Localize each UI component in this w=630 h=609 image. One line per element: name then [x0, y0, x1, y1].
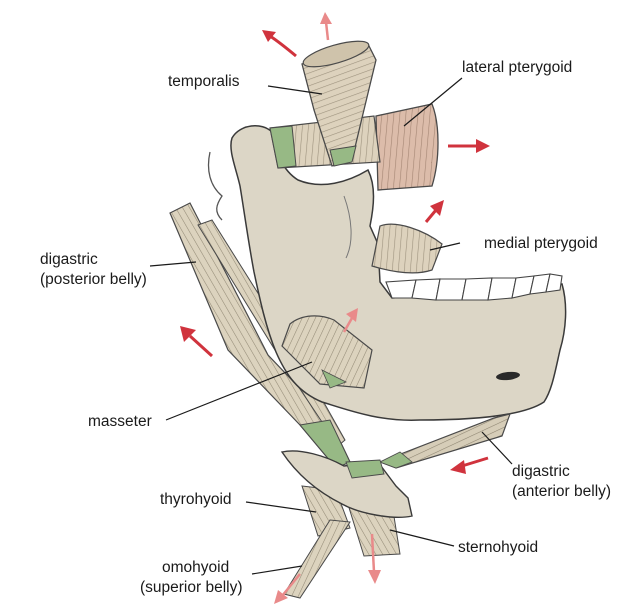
- temporalis-arrow: [262, 30, 296, 56]
- lateral-pterygoid-arrow: [448, 139, 490, 153]
- label-omohyoid-1: omohyoid: [162, 559, 229, 576]
- digastric-posterior-arrow: [180, 326, 212, 356]
- lateral-pterygoid-muscle: [376, 104, 438, 190]
- medial-pterygoid-arrow: [426, 200, 444, 222]
- label-digastric-anterior-2: (anterior belly): [512, 483, 611, 500]
- label-temporalis: temporalis: [168, 73, 240, 90]
- label-digastric-posterior-2: (posterior belly): [40, 271, 147, 288]
- label-medial-pterygoid: medial pterygoid: [484, 235, 598, 252]
- digastric-anterior-arrow: [450, 458, 488, 474]
- label-digastric-posterior-1: digastric: [40, 251, 98, 268]
- label-masseter: masseter: [88, 413, 152, 430]
- temporalis-up-arrow: [320, 12, 332, 40]
- label-sternohyoid: sternohyoid: [458, 539, 538, 556]
- medial-pterygoid-muscle: [372, 224, 442, 273]
- label-omohyoid-2: (superior belly): [140, 579, 243, 596]
- skull-outline: [209, 152, 223, 220]
- label-digastric-anterior-1: digastric: [512, 463, 570, 480]
- label-lateral-pterygoid: lateral pterygoid: [462, 59, 572, 76]
- label-thyrohyoid: thyrohyoid: [160, 491, 232, 508]
